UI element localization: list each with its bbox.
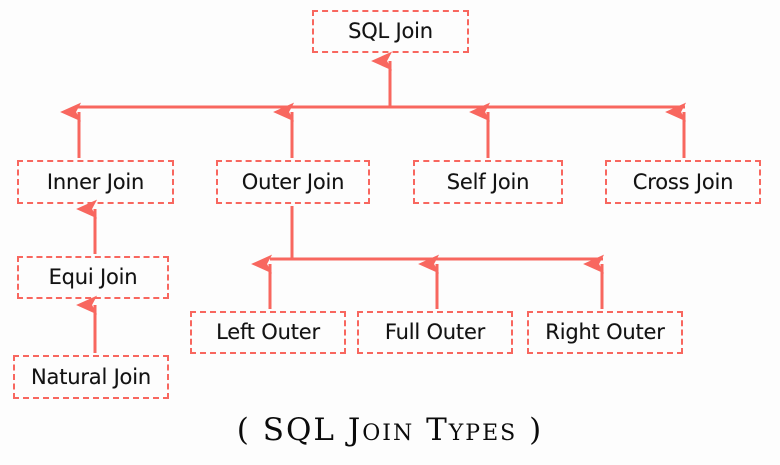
diagram-caption: ( SQL Join Types ) [236, 412, 544, 448]
node-outer-join[interactable]: Outer Join [216, 160, 370, 204]
node-natural-join[interactable]: Natural Join [13, 355, 169, 399]
node-equi-join[interactable]: Equi Join [17, 256, 169, 299]
node-full-outer-join[interactable]: Full Outer [357, 311, 513, 354]
node-inner-join[interactable]: Inner Join [17, 160, 174, 204]
node-cross-join[interactable]: Cross Join [605, 160, 761, 204]
node-self-join[interactable]: Self Join [413, 160, 563, 204]
node-left-outer-join[interactable]: Left Outer [190, 311, 346, 354]
node-sql-join[interactable]: SQL Join [312, 10, 469, 53]
node-right-outer-join[interactable]: Right Outer [527, 311, 683, 354]
